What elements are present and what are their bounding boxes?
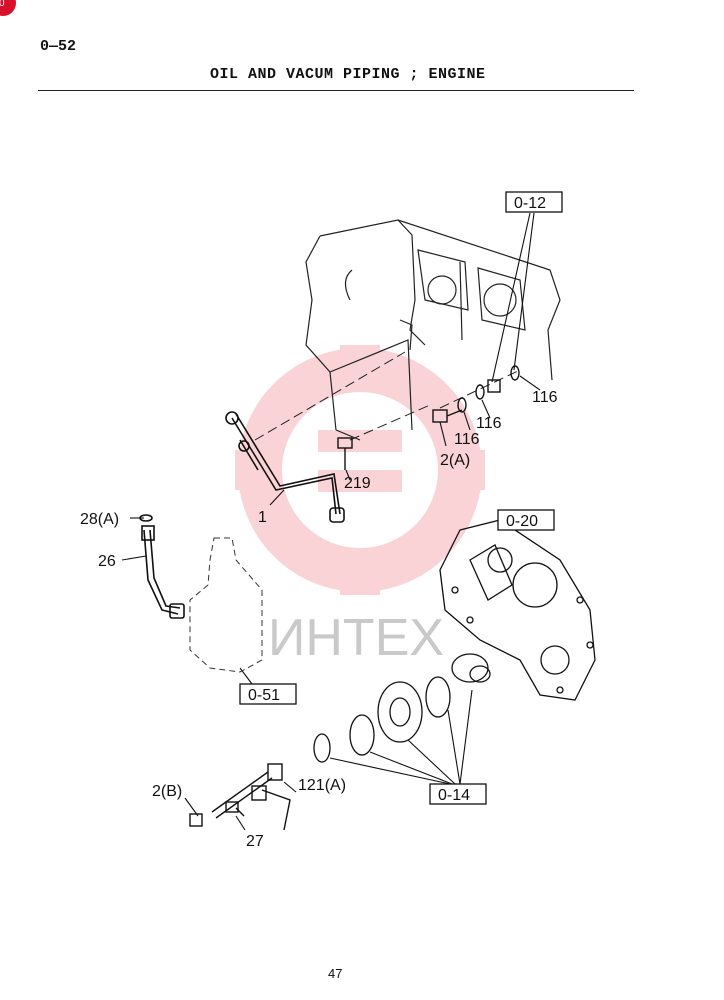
callout-116-a: 116 (532, 389, 558, 406)
callout-116-c: 116 (454, 431, 480, 448)
ref-box-014: 0-14 (429, 783, 487, 805)
page-number: 47 (328, 966, 343, 981)
callout-1: 1 (258, 509, 267, 526)
callout-2b: 2(B) (152, 783, 182, 800)
ref-012-text: 0-12 (514, 195, 546, 212)
callout-26: 26 (98, 553, 116, 570)
ref-020-text: 0-20 (506, 513, 538, 530)
watermark-text: ИНТЕХ (268, 609, 444, 667)
callout-28a: 28(A) (80, 511, 119, 528)
callout-116-b: 116 (476, 415, 502, 432)
ref-014-leaders (329, 689, 473, 785)
ref-box-020: 0-20 (497, 509, 555, 531)
ref-box-051: 0-51 (239, 683, 297, 705)
ref-014-text: 0-14 (438, 787, 470, 804)
watermark-gear-icon (235, 345, 485, 595)
pipe-26 (139, 514, 185, 619)
oil-pipe-1 (225, 411, 345, 523)
page-title: OIL AND VACUM PIPING ; ENGINE (210, 66, 486, 83)
oil-pump (189, 537, 263, 673)
gear-case (439, 519, 596, 701)
callout-2a: 2(A) (440, 452, 470, 469)
leader-lines (121, 212, 541, 685)
callout-27: 27 (246, 833, 264, 850)
corner-badge: 0 (0, 0, 16, 16)
callout-121a: 121(A) (298, 777, 346, 794)
ref-box-012: 0-12 (505, 191, 563, 213)
bottom-leaders (184, 781, 297, 831)
engine-block (305, 219, 561, 441)
title-rule (38, 90, 634, 91)
alignment-lines (254, 351, 521, 441)
gears-seals (313, 653, 491, 763)
callout-219: 219 (344, 475, 371, 492)
corner-badge-text: 0 (0, 0, 5, 9)
tee-fitting-121a (189, 763, 291, 831)
ref-051-text: 0-51 (248, 687, 280, 704)
page-code: 0—52 (40, 38, 77, 55)
